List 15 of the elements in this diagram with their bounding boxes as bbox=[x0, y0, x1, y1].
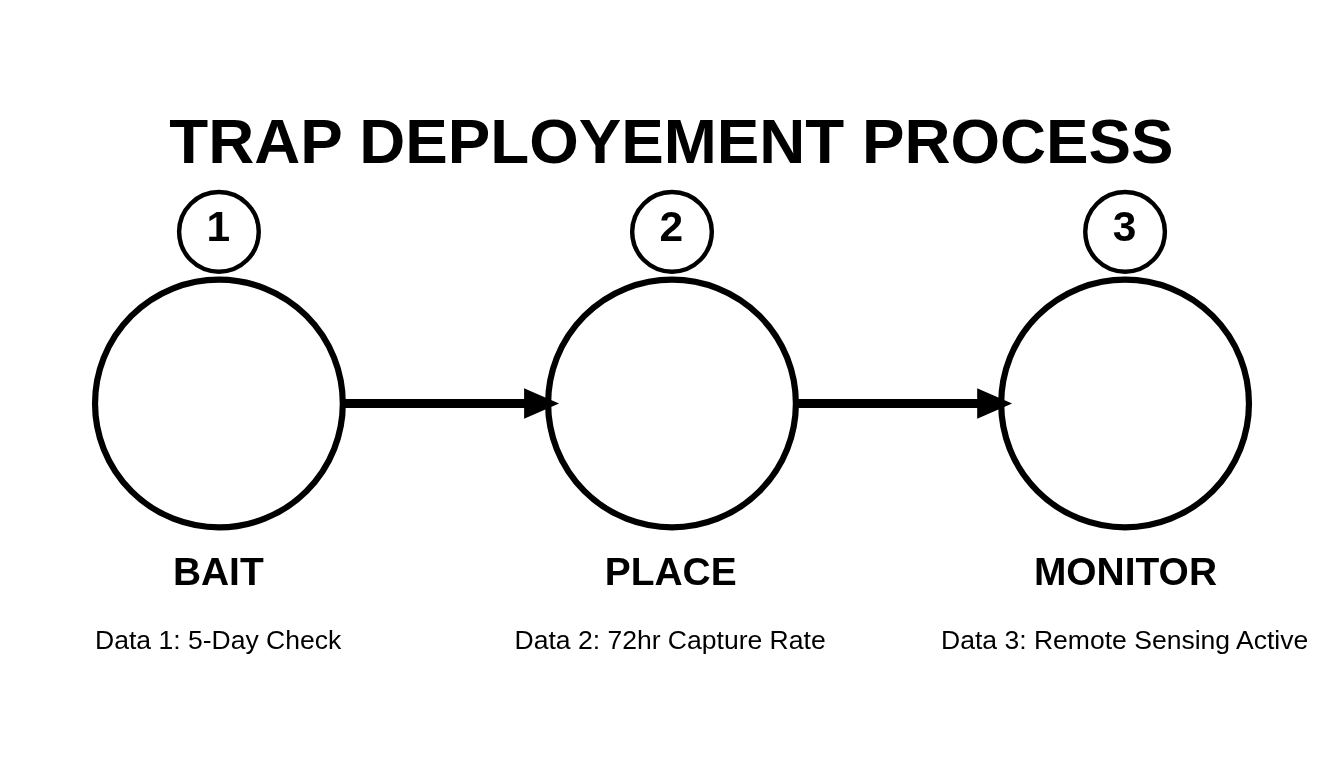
arrow bbox=[796, 387, 1013, 419]
node-label: Data 2: 72hr Capture Rate bbox=[514, 624, 826, 655]
node-circle: 2 bbox=[629, 189, 715, 274]
node-circle bbox=[998, 276, 1253, 530]
arrow bbox=[342, 387, 560, 419]
node-label: MONITOR bbox=[1033, 549, 1218, 593]
node-label: BAIT bbox=[172, 549, 264, 593]
node-circle bbox=[91, 276, 346, 530]
node-label: Data 1: 5-Day Check bbox=[95, 624, 342, 655]
node-circle: 1 bbox=[176, 189, 261, 274]
node-label: PLACE bbox=[604, 549, 737, 593]
node-circle bbox=[545, 276, 799, 530]
node-label: Data 3: Remote Sensing Active bbox=[941, 624, 1309, 655]
node-circle: 3 bbox=[1083, 189, 1168, 274]
diagram-title: TRAP DEPLOYEMENT PROCESS bbox=[169, 104, 1174, 177]
